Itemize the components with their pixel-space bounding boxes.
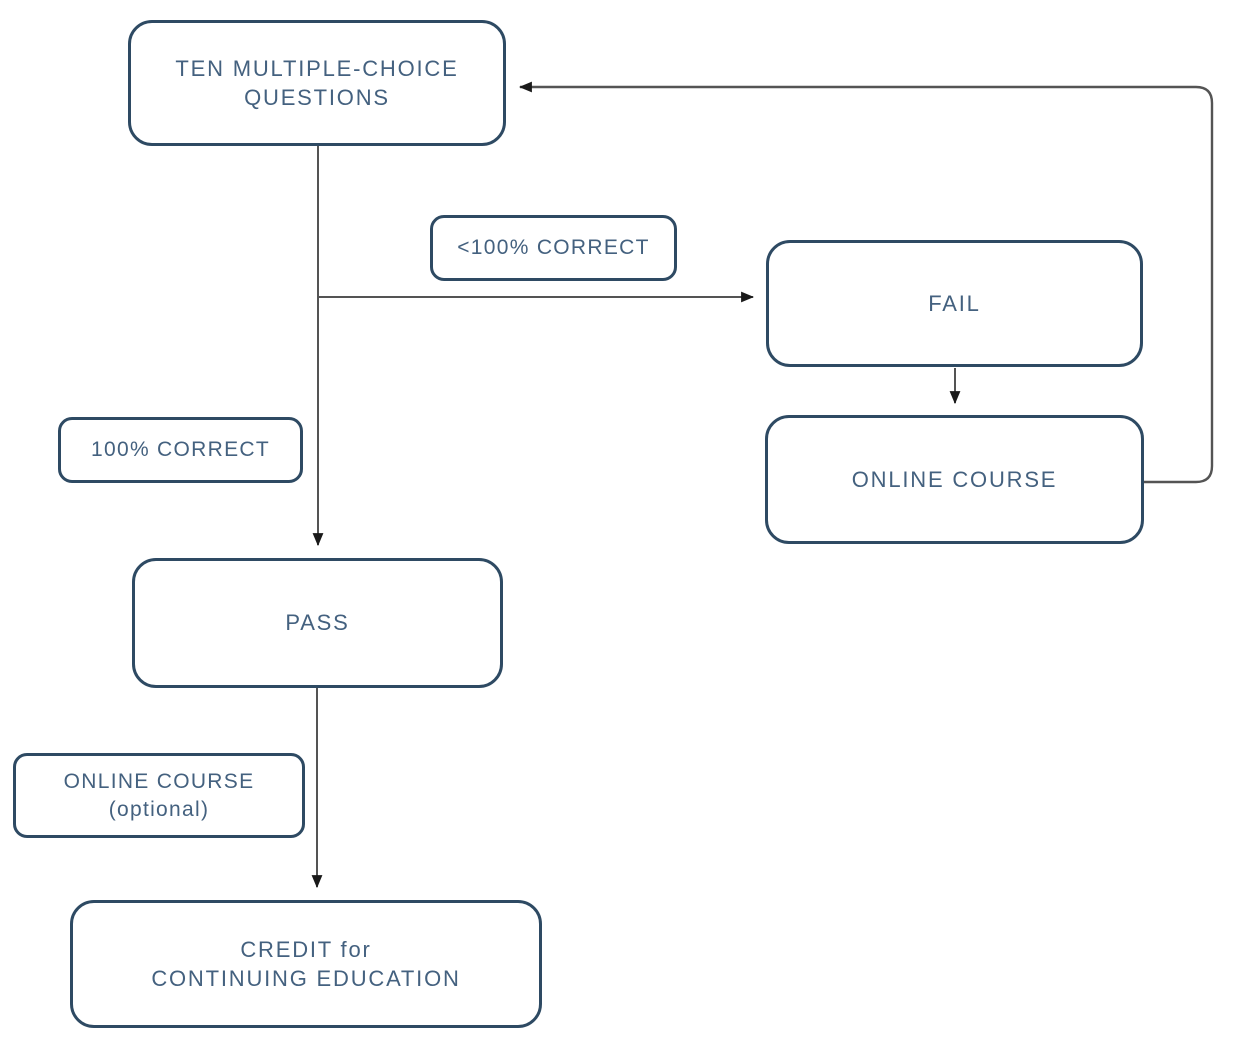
label-100-correct: 100% CORRECT	[58, 417, 303, 483]
node-credit: CREDIT for CONTINUING EDUCATION	[70, 900, 542, 1028]
label-online-course-optional: ONLINE COURSE (optional)	[13, 753, 305, 838]
label-less-than-100-correct: <100% CORRECT	[430, 215, 677, 281]
node-pass: PASS	[132, 558, 503, 688]
node-questions: TEN MULTIPLE-CHOICE QUESTIONS	[128, 20, 506, 146]
node-online-course: ONLINE COURSE	[765, 415, 1144, 544]
node-fail: FAIL	[766, 240, 1143, 367]
